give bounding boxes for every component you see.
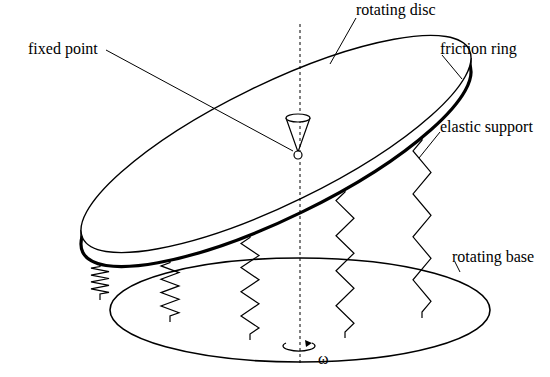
pivot-cone xyxy=(286,114,310,159)
part-label: fixed point xyxy=(28,40,98,58)
rotation-axis xyxy=(300,24,301,366)
rotating-disc xyxy=(56,0,495,306)
part-label: elastic support xyxy=(440,118,533,136)
part-label: rotating base xyxy=(452,248,534,266)
spring xyxy=(241,231,259,340)
part-label: friction ring xyxy=(440,40,517,58)
spring xyxy=(413,134,431,318)
disc-top xyxy=(56,0,495,292)
rotating-base xyxy=(110,258,490,362)
spring xyxy=(161,257,179,323)
leader-lines xyxy=(106,18,462,272)
part-label: ω xyxy=(318,350,329,368)
fixed-point xyxy=(294,151,302,159)
rotation-arrow xyxy=(283,340,315,351)
part-label: rotating disc xyxy=(356,1,436,19)
spring xyxy=(336,186,354,338)
